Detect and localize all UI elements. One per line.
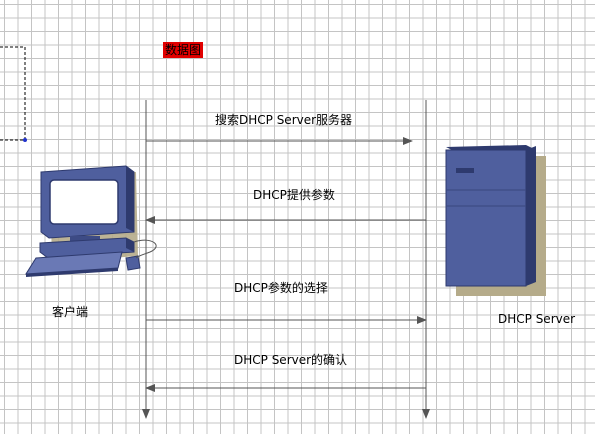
dashed-connector	[0, 46, 27, 142]
message-label-4: DHCP Server的确认	[234, 353, 348, 367]
server-label: DHCP Server	[498, 312, 576, 326]
message-label-2: DHCP提供参数	[253, 188, 335, 202]
client-label: 客户端	[52, 305, 89, 319]
message-label-3: DHCP参数的选择	[234, 281, 328, 295]
diagram-badge: 数据图	[163, 42, 204, 58]
server-tower-icon	[445, 145, 546, 296]
message-label-1: 搜索DHCP Server服务器	[215, 113, 353, 127]
desktop-computer-icon	[25, 165, 157, 277]
